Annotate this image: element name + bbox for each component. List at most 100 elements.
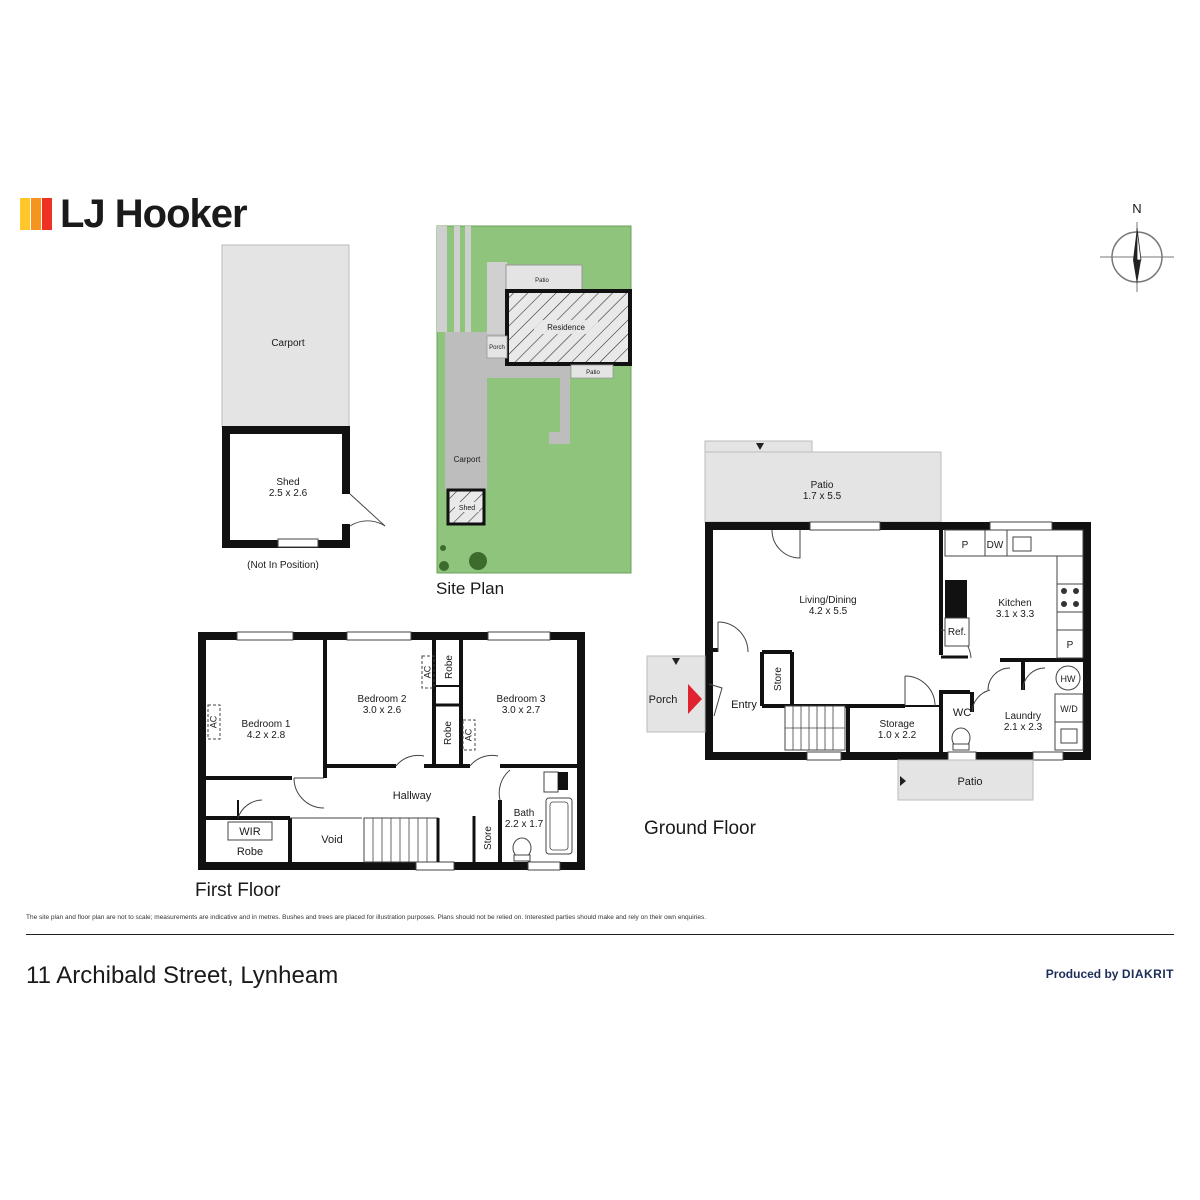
living-dims: 4.2 x 5.5 xyxy=(809,606,848,617)
fixture-washer-dryer: W/D xyxy=(1060,704,1078,714)
cooktop-icon xyxy=(1056,583,1084,613)
wir-label: WIR xyxy=(239,826,260,838)
ff-window xyxy=(415,861,455,871)
hot-water-icon xyxy=(1055,665,1081,691)
path-end xyxy=(549,432,570,444)
laundry-tub-icon xyxy=(1060,728,1078,744)
bed3-name: Bedroom 3 xyxy=(497,694,546,705)
shed-door-gap xyxy=(342,494,352,524)
bath-name: Bath xyxy=(514,808,535,819)
ff-ac-1: AC xyxy=(208,715,218,728)
tree-icon xyxy=(469,552,487,570)
site-carport xyxy=(445,428,487,490)
storage-name: Storage xyxy=(879,719,914,730)
carport-area xyxy=(221,244,350,428)
gf-window xyxy=(809,521,881,531)
site-porch-label: Porch xyxy=(489,345,505,351)
ff-window xyxy=(346,631,412,641)
produced-by: Produced by DIAKRIT xyxy=(1046,967,1174,981)
first-floor: AC AC AC Bedroom 1 4.2 x 2.8 Bedroom 2 3… xyxy=(195,631,585,901)
brand-name: LJ Hooker xyxy=(60,192,248,236)
sink-icon xyxy=(1012,536,1032,552)
ff-stairs xyxy=(363,817,440,863)
kitchen-name: Kitchen xyxy=(998,598,1031,609)
robe-label-3: Robe xyxy=(443,721,454,745)
produced-by-prefix: Produced by xyxy=(1045,967,1119,981)
ff-window xyxy=(527,861,561,871)
ff-window xyxy=(236,631,294,641)
strip-1 xyxy=(437,226,447,332)
ff-ac-3: AC xyxy=(463,728,473,741)
fixture-dishwasher: DW xyxy=(987,540,1004,551)
robe-label-2: Robe xyxy=(444,655,455,679)
site-patio-top-label: Patio xyxy=(535,278,549,284)
outbuildings: Carport Shed 2.5 x 2.6 (Not In Position) xyxy=(221,244,386,571)
gf-window xyxy=(806,751,842,761)
fixture-pantry-1: P xyxy=(962,540,969,551)
side-walk xyxy=(487,262,507,334)
gf-patio-bottom-label: Patio xyxy=(957,776,982,788)
bed1-dims: 4.2 x 2.8 xyxy=(247,730,286,741)
shed-dims: 2.5 x 2.6 xyxy=(269,488,308,499)
void-label: Void xyxy=(321,834,342,846)
kitchen-dims: 3.1 x 3.3 xyxy=(996,609,1035,620)
brand-logo-icon xyxy=(20,198,52,230)
gf-patio-top xyxy=(704,451,942,523)
laundry-name: Laundry xyxy=(1005,711,1041,722)
gf-store-label: Store xyxy=(773,667,784,691)
ground-floor: Patio 1.7 x 5.5 xyxy=(644,440,1091,839)
disclaimer-text: The site plan and floor plan are not to … xyxy=(26,914,706,921)
laundry-dims: 2.1 x 2.3 xyxy=(1004,722,1043,733)
bush-icon xyxy=(439,561,449,571)
bush-icon xyxy=(440,545,446,551)
ff-window xyxy=(487,631,551,641)
gf-window xyxy=(1032,751,1064,761)
bed2-name: Bedroom 2 xyxy=(358,694,407,705)
site-plan-title: Site Plan xyxy=(436,579,504,598)
not-in-position-note: (Not In Position) xyxy=(247,560,319,571)
compass-icon: N xyxy=(1100,201,1174,292)
ff-ac-2: AC xyxy=(422,665,432,678)
first-floor-title: First Floor xyxy=(195,880,281,901)
north-label: N xyxy=(1132,201,1141,216)
shed-room xyxy=(222,426,350,548)
fixture-pantry-2: P xyxy=(1067,640,1074,651)
step-arrow-icon xyxy=(756,443,764,450)
gf-window xyxy=(947,751,977,761)
strip-2 xyxy=(454,226,460,332)
ff-store-label: Store xyxy=(483,826,494,850)
vanity-icon xyxy=(543,771,559,793)
gf-patio-bottom xyxy=(897,759,1034,801)
site-shed-label: Shed xyxy=(459,505,475,512)
fixture-hot-water: HW xyxy=(1061,674,1076,684)
gf-outer-walls xyxy=(705,522,1091,760)
site-plan: Patio Residence Porch Patio Carport Shed… xyxy=(436,225,632,598)
gf-window xyxy=(989,521,1053,531)
kitchen-cabinet xyxy=(945,580,967,618)
site-patio-side xyxy=(570,364,614,379)
entry-label: Entry xyxy=(731,699,757,711)
step-arrow-icon xyxy=(672,658,680,665)
path xyxy=(560,378,570,444)
footer-divider xyxy=(26,934,1174,935)
ground-floor-title: Ground Floor xyxy=(644,818,757,839)
bed2-dims: 3.0 x 2.6 xyxy=(363,705,402,716)
produced-by-brand: DIAKRIT xyxy=(1121,967,1174,981)
bed3-dims: 3.0 x 2.7 xyxy=(502,705,541,716)
robe-label-1: Robe xyxy=(237,846,263,858)
living-name: Living/Dining xyxy=(799,595,856,606)
site-carport-label: Carport xyxy=(454,455,481,464)
storage-dims: 1.0 x 2.2 xyxy=(878,730,917,741)
fixture-fridge: Ref. xyxy=(948,627,966,638)
site-porch xyxy=(486,335,508,359)
gf-stairs xyxy=(784,705,846,751)
driveway xyxy=(445,332,570,428)
shed-window xyxy=(277,538,319,548)
property-address: 11 Archibald Street, Lynheam xyxy=(26,962,339,989)
entry-arrow-icon xyxy=(688,684,702,714)
bath-dims: 2.2 x 1.7 xyxy=(505,819,544,830)
gf-porch-label: Porch xyxy=(649,694,678,706)
gf-patio-top-name: Patio xyxy=(811,480,834,491)
site-patio-side-label: Patio xyxy=(586,370,600,376)
